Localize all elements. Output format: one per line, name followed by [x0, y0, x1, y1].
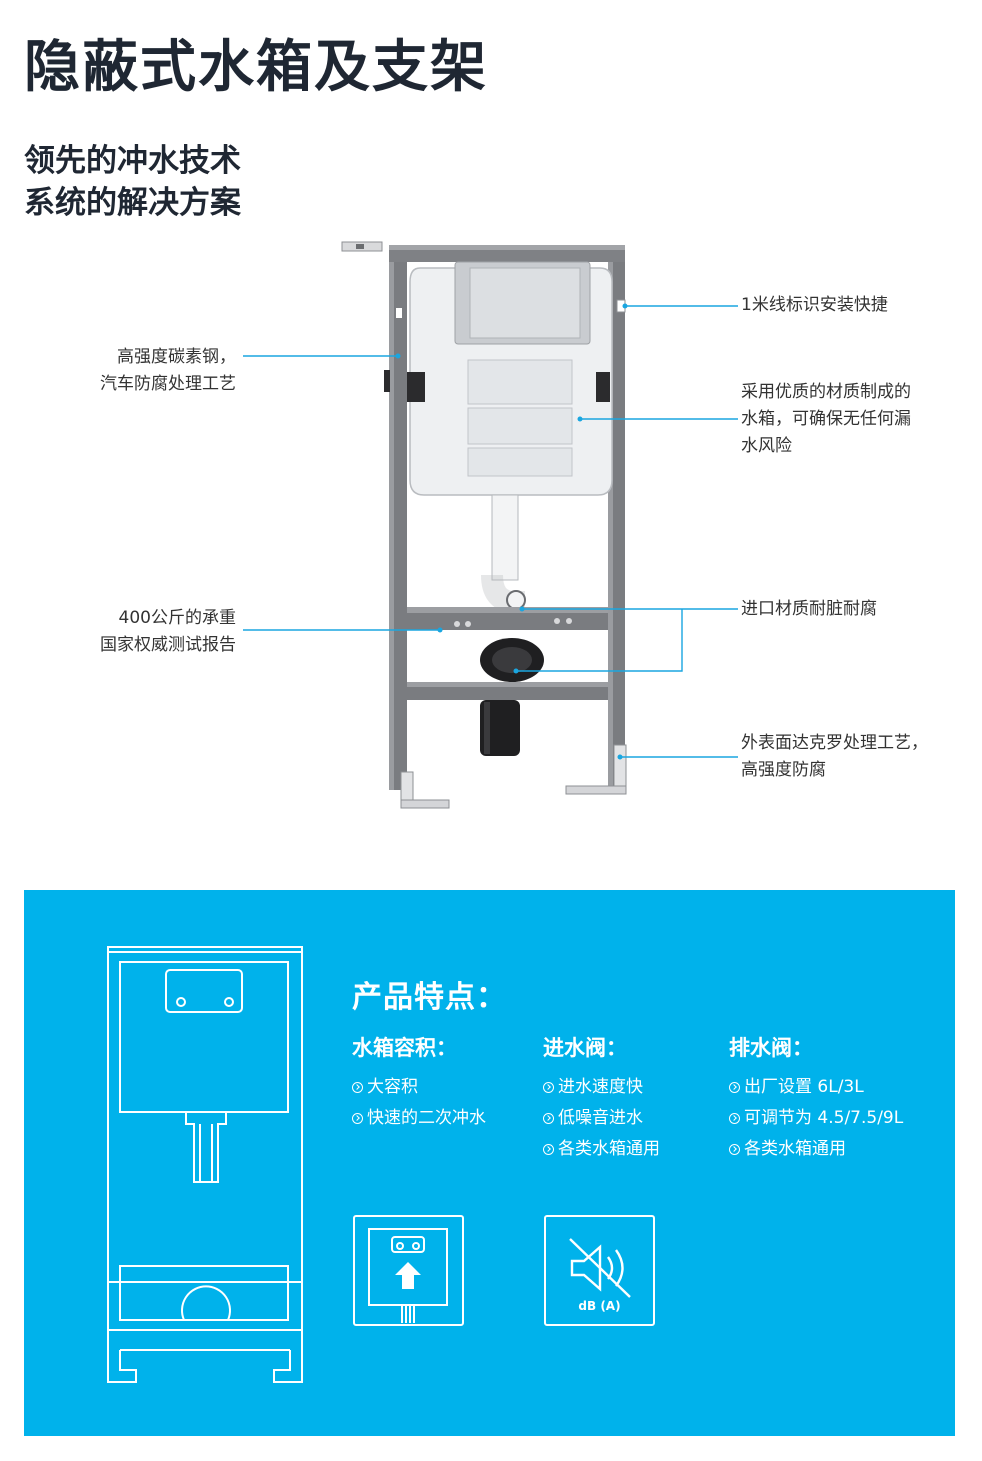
callout-marking: 1米线标识安装快捷	[741, 295, 888, 315]
left-foot	[400, 771, 414, 805]
cistern-frame-illustration	[243, 241, 738, 809]
outlet-pipe	[491, 494, 519, 581]
page-subtitle: 领先的冲水技术 系统的解决方案	[24, 140, 241, 224]
page-title: 隐蔽式水箱及支架	[24, 35, 488, 100]
chevron-circle-icon	[543, 1113, 554, 1124]
feature-column-title: 水箱容积：	[352, 1036, 457, 1060]
features-heading: 产品特点：	[352, 980, 507, 1015]
feature-item: 进水速度快	[543, 1072, 660, 1103]
chevron-circle-icon	[729, 1082, 740, 1093]
cistern-line-drawing	[107, 946, 303, 1383]
chevron-circle-icon	[352, 1113, 363, 1124]
callout-tank: 采用优质的材质制成的 水箱，可确保无任何漏 水风险	[741, 382, 911, 456]
feature-item: 低噪音进水	[543, 1103, 660, 1134]
feature-column-inlet-valve: 进水阀： 进水速度快 低噪音进水 各类水箱通用	[543, 1032, 660, 1165]
feature-column-title: 进水阀：	[543, 1036, 627, 1060]
low-noise-icon: dB (A)	[544, 1215, 655, 1326]
feature-item: 各类水箱通用	[729, 1134, 903, 1165]
callout-steel: 高强度碳素钢， 汽车防腐处理工艺	[100, 347, 236, 394]
feature-column-drain-valve: 排水阀： 出厂设置 6L/3L 可调节为 4.5/7.5/9L 各类水箱通用	[729, 1032, 903, 1165]
callout-imported: 进口材质耐脏耐腐	[741, 599, 877, 619]
feature-item: 出厂设置 6L/3L	[729, 1072, 903, 1103]
chevron-circle-icon	[543, 1082, 554, 1093]
chevron-circle-icon	[729, 1113, 740, 1124]
leader-lines	[243, 305, 738, 758]
feature-item: 快速的二次冲水	[352, 1103, 486, 1134]
feature-item: 大容积	[352, 1072, 486, 1103]
feature-column-title: 排水阀：	[729, 1036, 813, 1060]
chevron-circle-icon	[729, 1144, 740, 1155]
noise-unit-label: dB (A)	[578, 1299, 621, 1313]
chevron-circle-icon	[352, 1082, 363, 1093]
subtitle-line-1: 领先的冲水技术	[24, 143, 241, 179]
callout-surface: 外表面达克罗处理工艺， 高强度防腐	[741, 733, 928, 780]
feature-item: 可调节为 4.5/7.5/9L	[729, 1103, 903, 1134]
subtitle-line-2: 系统的解决方案	[24, 185, 241, 221]
chevron-circle-icon	[543, 1144, 554, 1155]
feature-column-tank: 水箱容积： 大容积 快速的二次冲水	[352, 1032, 486, 1134]
features-panel: 产品特点： 水箱容积： 大容积 快速的二次冲水 进水阀： 进水速度快 低噪音进水…	[24, 890, 955, 1436]
large-capacity-icon	[353, 1215, 464, 1326]
feature-item: 各类水箱通用	[543, 1134, 660, 1165]
callout-load: 400公斤的承重 国家权威测试报告	[100, 608, 236, 655]
